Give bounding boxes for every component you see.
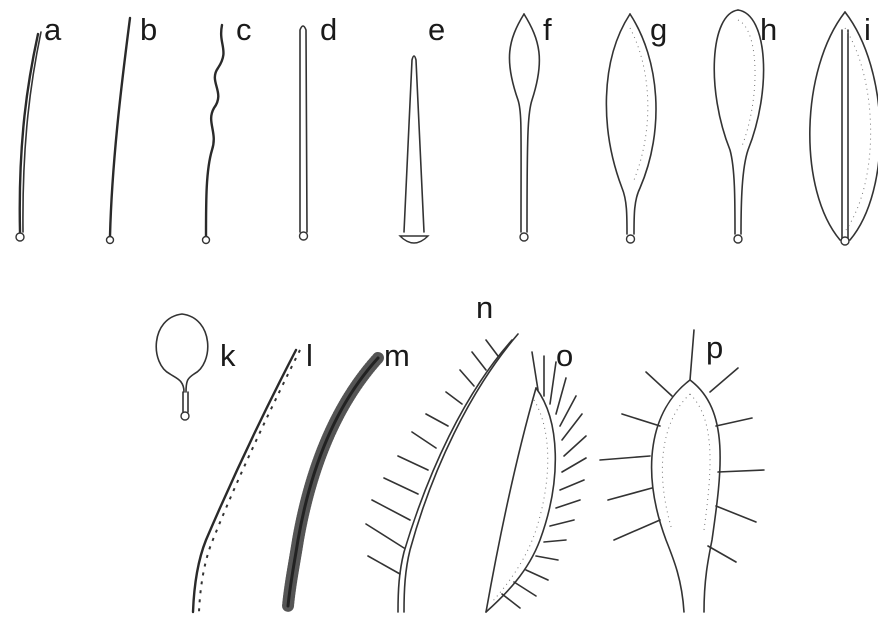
- seta-o: o: [486, 338, 586, 612]
- label-h: h: [760, 12, 777, 47]
- label-g: g: [650, 12, 667, 47]
- seta-a: a: [16, 12, 62, 241]
- label-n: n: [476, 290, 493, 325]
- seta-h: h: [714, 10, 777, 243]
- seta-k: k: [156, 314, 236, 420]
- seta-e: e: [400, 12, 445, 243]
- label-d: d: [320, 12, 337, 47]
- label-l: l: [306, 338, 313, 373]
- label-b: b: [140, 12, 157, 47]
- seta-m: m: [288, 338, 410, 606]
- label-k: k: [220, 338, 236, 373]
- label-p: p: [706, 330, 723, 365]
- seta-i: i: [810, 12, 878, 245]
- label-m: m: [384, 338, 410, 373]
- seta-b: b: [107, 12, 158, 244]
- label-a: a: [44, 12, 62, 47]
- seta-p: p: [600, 330, 764, 612]
- label-e: e: [428, 12, 445, 47]
- seta-f: f: [509, 12, 552, 241]
- seta-c: c: [203, 12, 252, 244]
- label-c: c: [236, 12, 252, 47]
- label-i: i: [864, 12, 871, 47]
- label-o: o: [556, 338, 573, 373]
- seta-g: g: [606, 12, 667, 243]
- seta-d: d: [300, 12, 338, 240]
- label-f: f: [543, 12, 552, 47]
